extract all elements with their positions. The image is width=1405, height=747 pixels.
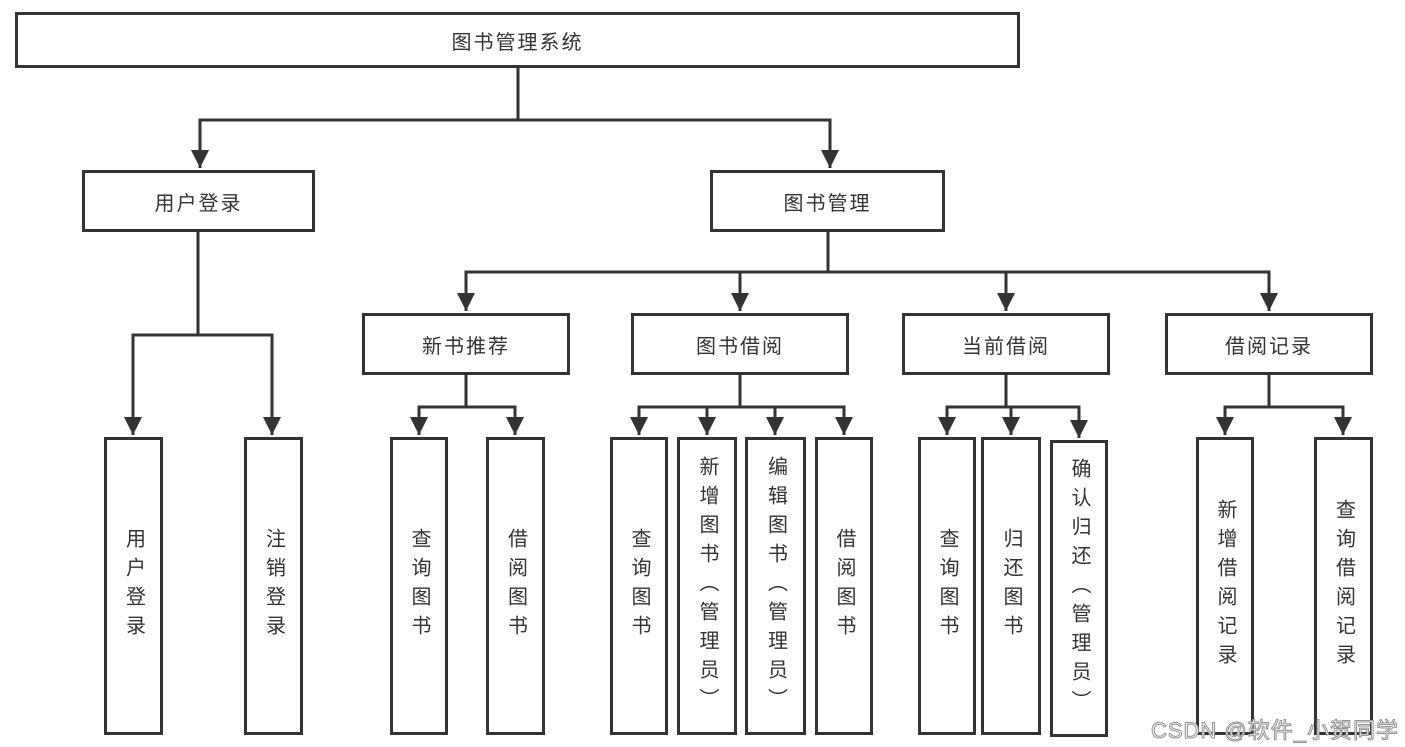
edge-borrow-borrow xyxy=(738,375,853,435)
leaf-confirm-return: 确认归还（管理员） xyxy=(1050,440,1108,737)
leaf-return-book-label: 归还图书 xyxy=(1000,528,1022,644)
node-borrow-record-label: 借阅记录 xyxy=(1225,335,1313,358)
leaf-user-login: 用户登录 xyxy=(104,437,163,735)
node-new-book-rec: 新书推荐 xyxy=(362,313,570,375)
edge-borrow-edit xyxy=(738,375,784,435)
leaf-add-borrow-record: 新增借阅记录 xyxy=(1196,437,1254,735)
leaf-query-book-2-label: 查询图书 xyxy=(628,528,650,644)
leaf-query-book-3-label: 查询图书 xyxy=(936,528,958,644)
edge-login-user-login xyxy=(124,232,200,435)
leaf-logout-label: 注销登录 xyxy=(262,528,285,644)
leaf-add-book-label: 新增图书（管理员） xyxy=(696,455,718,717)
leaf-query-borrow-record-label: 查询借阅记录 xyxy=(1332,499,1355,673)
node-borrow-record: 借阅记录 xyxy=(1165,313,1373,375)
edge-current-confirm xyxy=(1004,375,1088,438)
edge-newbook-query xyxy=(410,375,468,435)
leaf-query-book-2: 查询图书 xyxy=(610,437,668,735)
node-book-borrow: 图书借阅 xyxy=(631,313,849,375)
node-book-mgmt: 图书管理 xyxy=(710,170,945,232)
node-book-borrow-label: 图书借阅 xyxy=(696,335,784,358)
leaf-edit-book: 编辑图书（管理员） xyxy=(745,437,806,735)
leaf-add-borrow-record-label: 新增借阅记录 xyxy=(1214,499,1236,673)
node-new-book-rec-label: 新书推荐 xyxy=(422,335,510,358)
leaf-borrow-book-2-label: 借阅图书 xyxy=(833,528,855,644)
node-user-login: 用户登录 xyxy=(82,170,315,232)
node-root: 图书管理系统 xyxy=(15,12,1020,68)
node-current-borrow: 当前借阅 xyxy=(902,313,1110,375)
node-user-login-label: 用户登录 xyxy=(154,192,243,215)
edge-login-logout xyxy=(196,232,281,435)
leaf-query-borrow-record: 查询借阅记录 xyxy=(1314,437,1373,735)
edge-record-add xyxy=(1216,375,1271,435)
leaf-edit-book-label: 编辑图书（管理员） xyxy=(764,455,787,717)
leaf-borrow-book-1: 借阅图书 xyxy=(486,437,545,735)
edge-record-query xyxy=(1267,375,1352,435)
edge-borrow-add xyxy=(698,375,742,435)
edge-mgmt-borrow xyxy=(731,232,830,311)
edge-newbook-borrow xyxy=(464,375,524,435)
leaf-user-login-label: 用户登录 xyxy=(122,528,145,644)
node-current-borrow-label: 当前借阅 xyxy=(962,335,1050,358)
leaf-borrow-book-1-label: 借阅图书 xyxy=(504,528,527,644)
leaf-query-book-3: 查询图书 xyxy=(918,437,976,735)
leaf-query-book-1: 查询图书 xyxy=(390,437,448,735)
leaf-add-book: 新增图书（管理员） xyxy=(677,437,737,735)
node-root-label: 图书管理系统 xyxy=(451,31,584,54)
edge-current-query xyxy=(938,375,1008,435)
edge-root-user-login xyxy=(191,68,520,168)
leaf-return-book: 归还图书 xyxy=(981,437,1041,735)
leaf-logout: 注销登录 xyxy=(244,437,303,735)
leaf-confirm-return-label: 确认归还（管理员） xyxy=(1068,458,1090,719)
node-book-mgmt-label: 图书管理 xyxy=(783,192,872,215)
edge-mgmt-record xyxy=(826,232,1278,311)
leaf-query-book-1-label: 查询图书 xyxy=(408,528,430,644)
edge-root-book-mgmt xyxy=(516,68,839,168)
edge-borrow-query xyxy=(630,375,742,435)
leaf-borrow-book-2: 借阅图书 xyxy=(815,437,873,735)
